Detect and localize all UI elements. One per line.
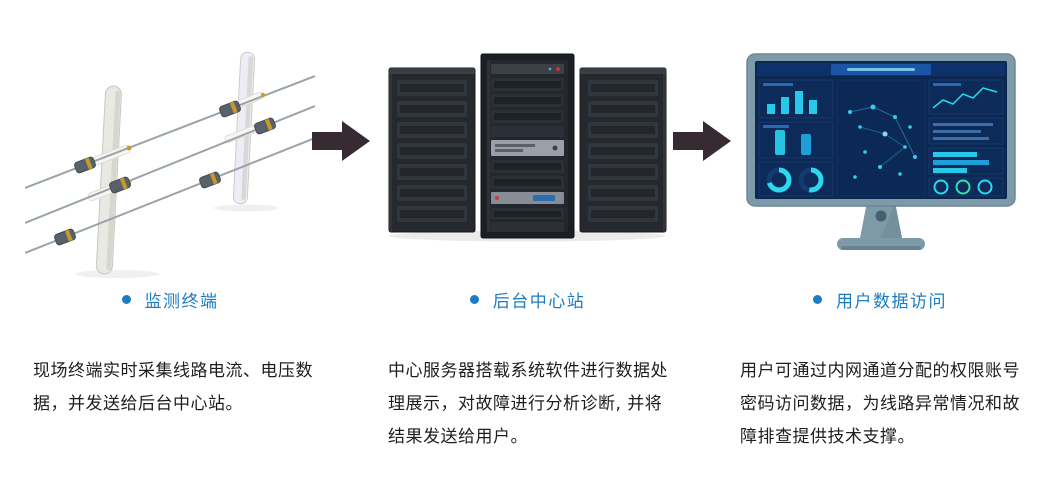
bullet-icon [121,295,131,304]
step-label-text: 后台中心站 [492,292,586,312]
step-label-user-data-access: 用户数据访问 [740,287,1020,312]
bullet-icon [469,295,479,304]
arrow-right-icon [312,121,372,161]
arrow-right-icon [673,121,733,161]
step-description-backend-center: 中心服务器搭载系统软件进行数据处理展示，对故障进行分析诊断, 并将结果发送给用户… [388,361,668,447]
step-label-backend-center: 后台中心站 [385,287,670,312]
step-label-text: 用户数据访问 [836,292,947,312]
dashboard-monitor-illustration [745,52,1025,268]
bullet-icon [813,295,822,304]
server-racks-illustration [385,52,670,246]
step-description-user-data-access: 用户可通过内网通道分配的权限账号密码访问数据，为线路异常情况和故障排查提供技术支… [740,361,1020,447]
power-line-illustration [24,38,316,282]
step-label-text: 监测终端 [144,292,219,312]
step-description-monitoring-terminal: 现场终端实时采集线路电流、电压数据，并发送给后台中心站。 [33,361,313,414]
step-label-monitoring-terminal: 监测终端 [25,287,315,312]
